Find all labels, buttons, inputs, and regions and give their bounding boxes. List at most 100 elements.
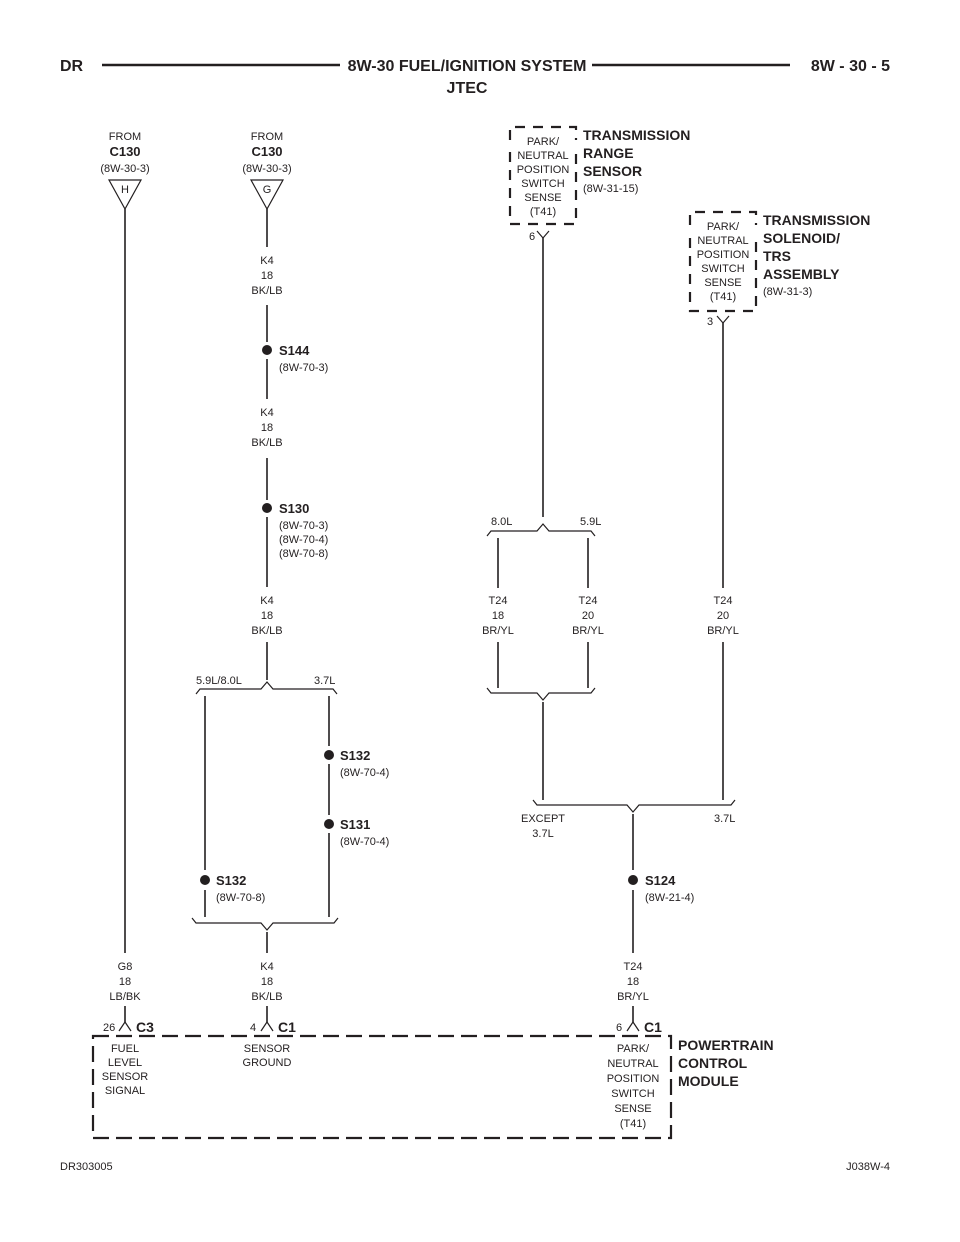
option-label: 8.0L [491,516,512,528]
footer-left: DR303005 [60,1161,113,1173]
option-label: 3.7L [714,813,735,825]
from-label: FROM [109,131,141,143]
splice-ref: (8W-70-4) [340,767,389,779]
box-line: PARK/ [527,136,560,148]
splice-name: S131 [340,817,370,832]
component-title: POWERTRAIN [678,1037,774,1053]
option-bracket [486,523,596,537]
wire-gauge: 18 [492,610,504,622]
pin-function: SENSE [614,1103,651,1115]
wire-k4: K4 18 BK/LB S144 (8W-70-3) K4 18 BK/LB S… [191,209,389,1022]
option-bracket [532,799,736,813]
wire-color: BR/YL [617,991,649,1003]
wire-gauge: 18 [261,976,273,988]
pin-function: SENSOR [102,1071,149,1083]
powertrain-control-module: 26 C3 FUEL LEVEL SENSOR SIGNAL 4 C1 SENS… [91,1019,774,1140]
wire-circuit: T24 [624,961,643,973]
splice-name: S124 [645,873,676,888]
wire-color: BK/LB [251,285,282,297]
component-title: CONTROL [678,1055,748,1071]
header-subtitle: JTEC [447,80,488,97]
wire-gauge: 18 [261,610,273,622]
connector-triangle-icon [107,179,143,211]
component-title: RANGE [583,145,634,161]
footer-right: J038W-4 [846,1161,890,1173]
splice-ref: (8W-70-4) [340,836,389,848]
splice-ref: (8W-21-4) [645,892,694,904]
component-title: MODULE [678,1073,739,1089]
wire-color: BR/YL [707,625,739,637]
reference: (8W-31-3) [763,286,812,298]
wire-circuit: K4 [260,595,273,607]
pin-function: POSITION [607,1073,660,1085]
component-title: TRS [763,248,791,264]
box-line: (T41) [710,291,736,303]
pin-function: SWITCH [611,1088,654,1100]
option-label: 3.7L [532,828,553,840]
connector-name: C1 [644,1019,662,1035]
header: DR 8W-30 FUEL/IGNITION SYSTEM 8W - 30 - … [60,58,890,97]
wire-color: BK/LB [251,991,282,1003]
option-bracket [486,687,596,701]
box-line: SENSE [524,192,561,204]
box-line: POSITION [517,164,570,176]
from-c130-h: FROM C130 (8W-30-3) H [100,131,150,211]
option-label: 5.9L/8.0L [196,675,242,687]
header-page-number: 8W - 30 - 5 [811,58,890,75]
wire-color: BK/LB [251,437,282,449]
pin-function: PARK/ [617,1043,650,1055]
pin-function: SENSOR [244,1043,291,1055]
wire-color: LB/BK [109,991,141,1003]
connector-name: C3 [136,1019,154,1035]
option-bracket [195,681,338,695]
wire-t24: 8.0L 5.9L T24 18 BR/YL T24 20 BR/YL T24 … [482,238,739,1022]
wire-gauge: 20 [717,610,729,622]
component-title: SENSOR [583,163,642,179]
pin-function: LEVEL [108,1057,142,1069]
splice-ref: (8W-70-8) [216,892,265,904]
pin-function: SIGNAL [105,1085,145,1097]
box-line: SWITCH [701,263,744,275]
option-label: 3.7L [314,675,335,687]
box-line: (T41) [530,206,556,218]
wire-circuit: T24 [489,595,508,607]
splice-dot-icon [262,345,272,355]
connector-name: C1 [278,1019,296,1035]
box-line: NEUTRAL [697,235,748,247]
connector-triangle-icon [249,179,285,211]
component-dashed-box [688,210,758,313]
wire-gauge: 18 [119,976,131,988]
reference: (8W-30-3) [100,163,149,175]
pin-fork-icon [118,1020,132,1032]
option-bracket [191,917,339,931]
splice-name: S132 [216,873,246,888]
splice-ref: (8W-70-3) [279,362,328,374]
pin-label: 3 [707,316,713,328]
wire-color: BK/LB [251,625,282,637]
box-line: PARK/ [707,221,740,233]
from-c130-g: FROM C130 (8W-30-3) G [242,131,292,211]
wire-color: BR/YL [572,625,604,637]
pin-fork-icon [260,1020,274,1032]
splice-ref: (8W-70-3) [279,520,328,532]
splice-ref: (8W-70-4) [279,534,328,546]
component-title: SOLENOID/ [763,230,840,246]
component-title: TRANSMISSION [583,127,690,143]
splice-dot-icon [324,750,334,760]
wire-circuit: K4 [260,407,273,419]
component-dashed-box [91,1034,673,1140]
wire-circuit: T24 [714,595,733,607]
splice-ref: (8W-70-8) [279,548,328,560]
footer: DR303005 J038W-4 [60,1161,890,1173]
transmission-solenoid-trs-assembly: PARK/ NEUTRAL POSITION SWITCH SENSE (T41… [688,210,870,328]
wire-color: BR/YL [482,625,514,637]
pin-label: H [121,184,129,196]
wire-g8: G8 18 LB/BK [109,209,141,1022]
splice-name: S144 [279,343,310,358]
header-title: 8W-30 FUEL/IGNITION SYSTEM [348,58,587,75]
box-line: POSITION [697,249,750,261]
header-left: DR [60,58,84,75]
pin-label: 6 [529,231,535,243]
pin-label: 4 [250,1022,256,1034]
